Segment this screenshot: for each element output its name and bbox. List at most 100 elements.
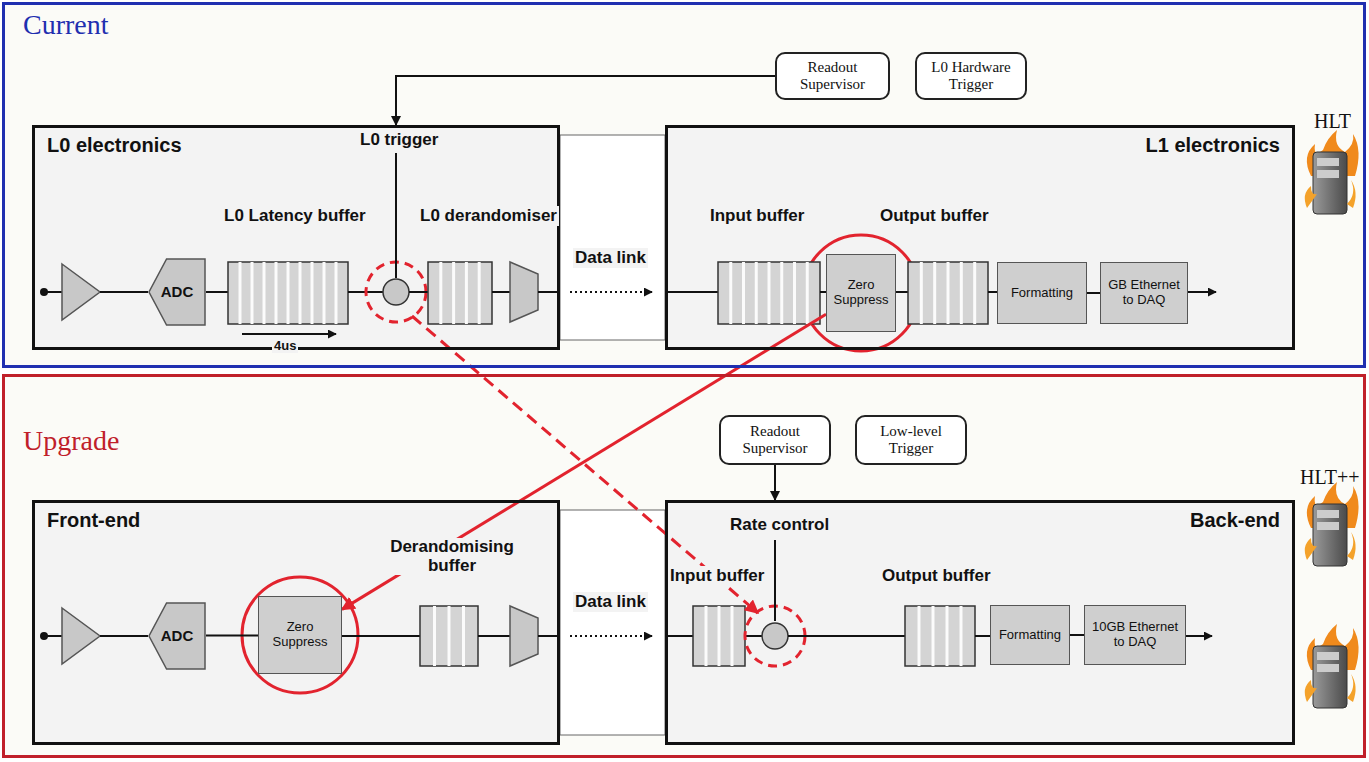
buffer-cell — [960, 262, 963, 324]
buffer-cell — [918, 606, 921, 666]
server-bay — [1317, 652, 1339, 660]
buffer-symbol — [428, 262, 492, 324]
output-arrow — [1188, 291, 1216, 293]
buffer-cell — [323, 262, 326, 324]
node-label: Readout Supervisor — [724, 423, 826, 458]
signal-wire — [788, 635, 905, 637]
trigger-box: L0 Hardware Trigger — [915, 52, 1027, 100]
node-label: GB Ethernet to DAQ — [1105, 278, 1183, 308]
buffer-symbol — [693, 606, 745, 666]
signal-wire — [896, 291, 908, 293]
adc-shape: ADC — [148, 258, 206, 326]
buffer-cell — [299, 262, 302, 324]
server-bay — [1317, 664, 1339, 672]
signal-wire — [100, 291, 148, 293]
component-label: L0 trigger — [358, 130, 440, 150]
buffer-cell — [768, 262, 771, 324]
signal-wire — [538, 635, 560, 637]
component-label: Data link — [573, 248, 648, 268]
buffer-symbol — [905, 606, 975, 666]
box-fill — [32, 125, 560, 350]
signal-wire — [44, 635, 62, 637]
signal-wire — [492, 291, 510, 293]
component-label: Output buffer — [880, 566, 993, 586]
amplifier-symbol — [62, 608, 100, 664]
buffer-cell — [947, 262, 950, 324]
signal-wire — [206, 291, 228, 293]
component-label: Rate control — [728, 515, 831, 535]
process-box: 10GB Ethernet to DAQ — [1084, 605, 1186, 665]
buffer-cell — [731, 606, 734, 666]
node-label: Readout Supervisor — [780, 59, 885, 94]
process-box: Zero Suppress — [258, 596, 342, 674]
connector — [206, 635, 258, 637]
connector — [396, 76, 775, 125]
trigger-gate — [383, 279, 409, 305]
buffer-cell — [973, 262, 976, 324]
signal-wire — [100, 635, 148, 637]
signal-wire — [665, 291, 718, 293]
process-box: Zero Suppress — [826, 254, 896, 332]
trigger-box: Low-level Trigger — [855, 415, 967, 465]
node-label: Zero Suppress — [831, 278, 891, 308]
buffer-symbol — [420, 606, 478, 666]
node-label: L0 Hardware Trigger — [920, 59, 1022, 94]
electronics-box: Back-endFormatting 10GB Ethernet to DAQ — [665, 500, 1295, 745]
buffer-cell — [729, 262, 732, 324]
signal-wire — [342, 635, 420, 637]
component-label: L0 derandomiser — [418, 206, 559, 226]
supervisor-box: Readout Supervisor — [719, 415, 831, 465]
system-label: HLT — [1314, 110, 1351, 133]
flame — [1305, 674, 1356, 702]
system-label: HLT++ — [1300, 466, 1360, 489]
node-heading: Back-end — [1190, 509, 1280, 532]
buffer-cell — [465, 262, 468, 324]
flame — [1305, 180, 1356, 208]
buffer-cell — [933, 262, 936, 324]
serialiser-symbol — [510, 262, 538, 322]
buffer-cell — [439, 262, 442, 324]
adc-shape: ADC — [148, 602, 206, 670]
component-label: Derandomising buffer — [385, 538, 519, 575]
box-fill — [32, 500, 560, 745]
trigger-line — [395, 153, 397, 278]
node-label: 10GB Ethernet to DAQ — [1089, 620, 1181, 650]
signal-wire — [665, 635, 693, 637]
buffer-cell — [478, 262, 481, 324]
signal-wire — [478, 635, 510, 637]
trigger-line — [774, 540, 776, 621]
box-fill — [2, 374, 1366, 758]
electronics-box: Front-endADC Zero Suppress — [32, 500, 560, 745]
server-icon — [1313, 152, 1347, 214]
data-link-arrow — [570, 635, 652, 637]
node-heading: Front-end — [47, 509, 140, 532]
process-box: Formatting — [990, 605, 1070, 665]
node-label: Formatting — [999, 628, 1061, 643]
signal-wire — [975, 635, 990, 637]
connector — [1087, 292, 1100, 294]
server-bay — [1317, 158, 1339, 166]
component-label: Output buffer — [878, 206, 991, 226]
buffer-cell — [755, 262, 758, 324]
buffer-cell — [287, 262, 290, 324]
buffer-cell — [780, 262, 783, 324]
adc-outline — [149, 259, 205, 325]
output-arrow — [1186, 635, 1212, 637]
node-label: ADC — [161, 627, 194, 644]
buffer-cell — [251, 262, 254, 324]
flame — [1305, 532, 1356, 560]
data-link-region — [560, 510, 665, 735]
buffer-cell — [275, 262, 278, 324]
node-heading: Upgrade — [23, 425, 119, 457]
signal-wire — [409, 291, 428, 293]
amplifier-symbol — [62, 264, 100, 320]
buffer-symbol — [228, 262, 348, 324]
component-label: 4us — [272, 338, 298, 353]
buffer-symbol — [718, 262, 820, 324]
data-link-arrow — [570, 291, 652, 293]
electronics-box: L1 electronicsZero SuppressFormattingGB … — [665, 125, 1295, 350]
node-label: ADC — [161, 283, 194, 300]
buffer-cell — [920, 262, 923, 324]
server-icon — [1313, 504, 1347, 566]
